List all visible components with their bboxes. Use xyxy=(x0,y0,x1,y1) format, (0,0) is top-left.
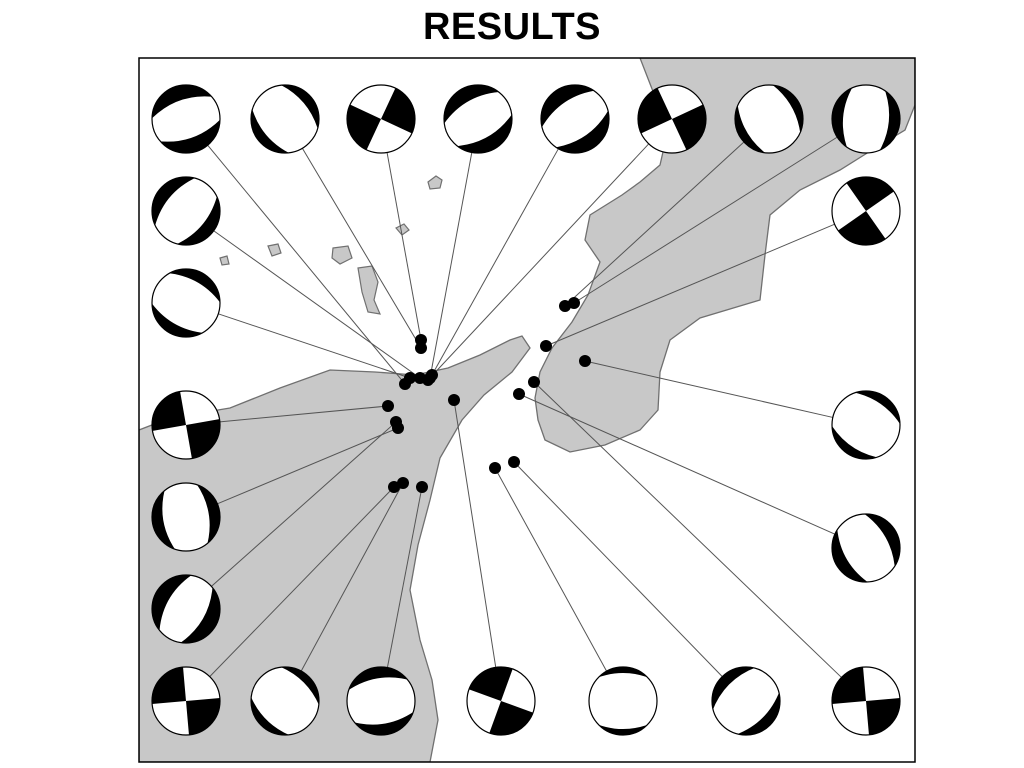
leader-line-13 xyxy=(217,427,399,505)
leader-line-22 xyxy=(584,360,833,418)
leader-line-12 xyxy=(219,405,389,423)
leader-lines xyxy=(207,136,842,678)
beachball-3 xyxy=(335,84,427,154)
beachball-11 xyxy=(139,256,233,350)
land-layer xyxy=(139,58,915,762)
leader-line-1 xyxy=(207,144,406,385)
epicenter-23 xyxy=(513,388,525,400)
epicenter-3 xyxy=(415,334,427,346)
epicenter-18 xyxy=(448,394,460,406)
epicenter-layer xyxy=(382,297,591,493)
island-1 xyxy=(427,175,443,190)
beachball-5 xyxy=(527,71,623,167)
leader-line-17 xyxy=(386,486,423,668)
beachball-10 xyxy=(138,163,234,259)
beachball-22 xyxy=(818,377,914,473)
beachball-19 xyxy=(588,666,658,736)
epicenter-21 xyxy=(528,376,540,388)
epicenter-22 xyxy=(579,355,591,367)
epicenter-19 xyxy=(489,462,501,474)
leader-line-16 xyxy=(300,482,404,672)
leader-line-15 xyxy=(209,486,395,677)
beachball-4 xyxy=(431,72,525,166)
land-sicily xyxy=(139,335,531,762)
epicenter-11 xyxy=(404,372,416,384)
leader-line-21 xyxy=(533,381,842,678)
beachball-20 xyxy=(697,652,795,750)
page-title: RESULTS xyxy=(422,6,602,48)
beachball-23 xyxy=(819,501,913,595)
leader-line-8 xyxy=(573,136,838,304)
leader-line-9 xyxy=(545,223,835,347)
leader-line-2 xyxy=(301,147,422,349)
leader-line-10 xyxy=(213,230,421,379)
epicenter-14 xyxy=(390,416,402,428)
island-3 xyxy=(267,243,282,257)
leader-line-14 xyxy=(211,421,397,587)
island-5 xyxy=(357,265,381,315)
epicenter-15 xyxy=(388,481,400,493)
island-2 xyxy=(395,223,410,236)
epicenter-10 xyxy=(414,372,426,384)
beachball-21 xyxy=(829,664,903,738)
leader-line-19 xyxy=(494,467,608,672)
epicenter-8 xyxy=(568,297,580,309)
leader-line-5 xyxy=(431,148,559,376)
epicenter-12 xyxy=(382,400,394,412)
leader-line-4 xyxy=(429,152,473,379)
leader-line-11 xyxy=(218,313,411,379)
epicenter-16 xyxy=(397,477,409,489)
beachball-layer xyxy=(138,71,914,750)
beachball-1 xyxy=(142,75,230,163)
island-6 xyxy=(219,255,230,266)
leader-line-18 xyxy=(453,399,497,668)
leader-line-6 xyxy=(427,143,650,381)
leader-line-23 xyxy=(518,393,836,535)
epicenter-9 xyxy=(540,340,552,352)
epicenter-17 xyxy=(416,481,428,493)
beachball-2 xyxy=(237,71,333,167)
leader-line-20 xyxy=(513,461,723,677)
beachball-18 xyxy=(465,657,537,745)
leader-line-3 xyxy=(386,152,422,341)
map-frame xyxy=(138,57,916,763)
epicenter-20 xyxy=(508,456,520,468)
beachball-15 xyxy=(149,664,223,738)
land-calabria xyxy=(534,58,915,453)
leader-line-7 xyxy=(564,141,745,307)
island-4 xyxy=(331,245,353,265)
